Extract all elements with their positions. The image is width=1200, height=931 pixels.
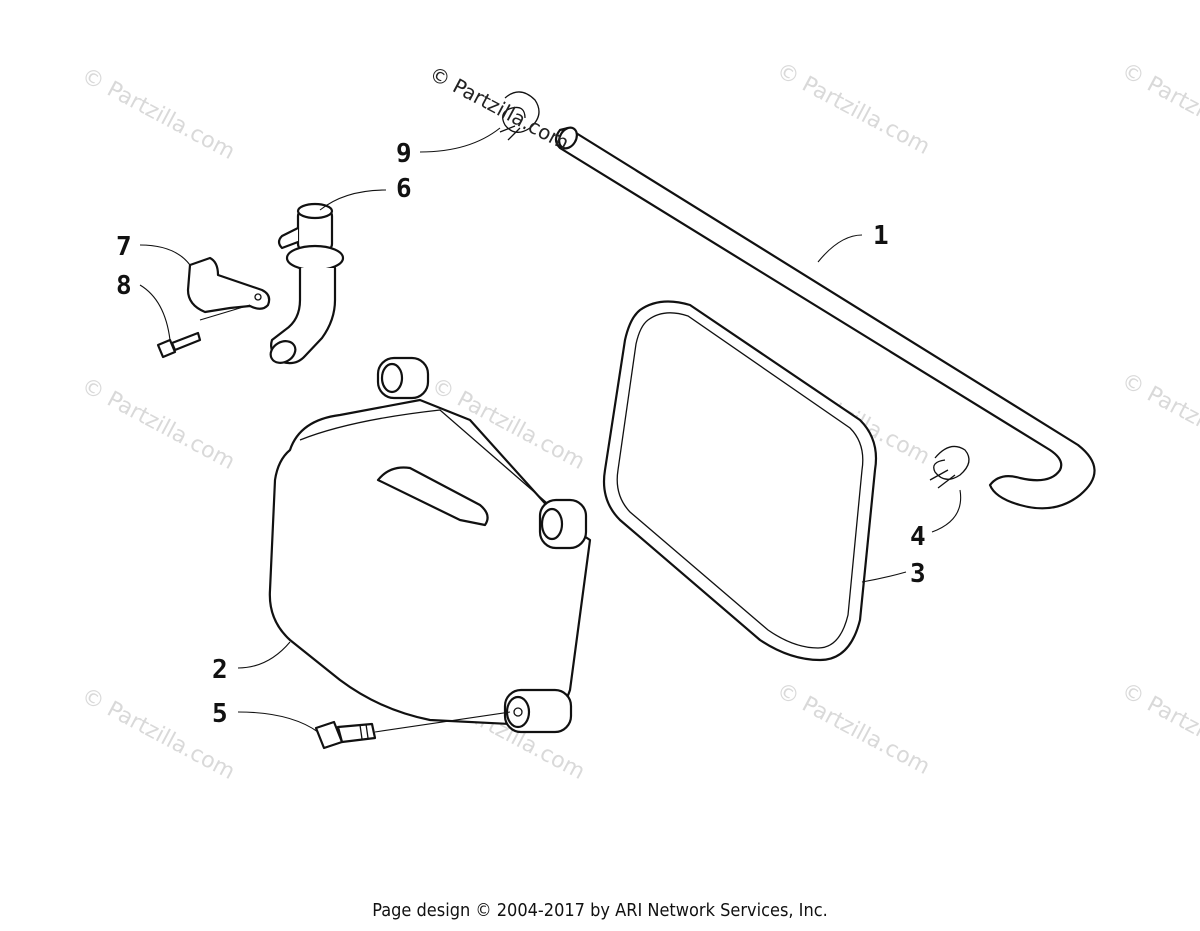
leader-line-3 xyxy=(861,571,907,583)
page-footer: Page design © 2004-2017 by ARI Network S… xyxy=(372,900,828,921)
leader-line-9 xyxy=(419,127,501,153)
callout-4: 4 xyxy=(910,522,926,552)
leader-line-6 xyxy=(319,189,387,211)
leader-line-bolt xyxy=(374,711,511,733)
leader-line-5 xyxy=(237,711,319,733)
watermark-dark: © Partzilla.com xyxy=(426,61,574,155)
watermark: © Partzilla.com xyxy=(772,678,934,780)
part-clamp-top xyxy=(499,91,540,141)
part-bracket xyxy=(186,256,271,314)
callout-3: 3 xyxy=(910,559,926,589)
leader-lines xyxy=(139,127,962,733)
callout-2: 2 xyxy=(212,655,228,685)
part-hose xyxy=(554,126,1096,510)
callout-6: 6 xyxy=(396,174,412,204)
callout-1: 1 xyxy=(873,221,889,251)
callout-labels: 1 2 3 4 5 6 7 8 9 xyxy=(116,139,926,729)
watermark: © Partzilla.com xyxy=(1117,368,1200,470)
part-elbow-valve xyxy=(269,202,345,365)
callout-5: 5 xyxy=(212,699,228,729)
leader-line-4 xyxy=(931,489,962,533)
watermark: © Partzilla.com xyxy=(1117,678,1200,780)
part-gasket xyxy=(602,300,878,662)
part-valve-cover xyxy=(268,356,592,734)
leader-line-bracket xyxy=(199,304,251,321)
part-large-bolt xyxy=(314,720,377,750)
watermark: © Partzilla.com xyxy=(1117,58,1200,160)
leader-line-1 xyxy=(817,234,863,263)
callout-8: 8 xyxy=(116,271,132,301)
leader-line-7 xyxy=(139,244,191,266)
leader-line-2 xyxy=(237,641,291,669)
part-small-bolt xyxy=(156,331,202,359)
leader-line-8 xyxy=(139,284,171,341)
callout-9: 9 xyxy=(396,139,412,169)
callout-7: 7 xyxy=(116,232,132,262)
part-clamp-lower xyxy=(929,445,970,489)
watermark: © Partzilla.com xyxy=(77,63,239,165)
watermark: © Partzilla.com xyxy=(772,58,934,160)
watermark: © Partzilla.com xyxy=(77,373,239,475)
